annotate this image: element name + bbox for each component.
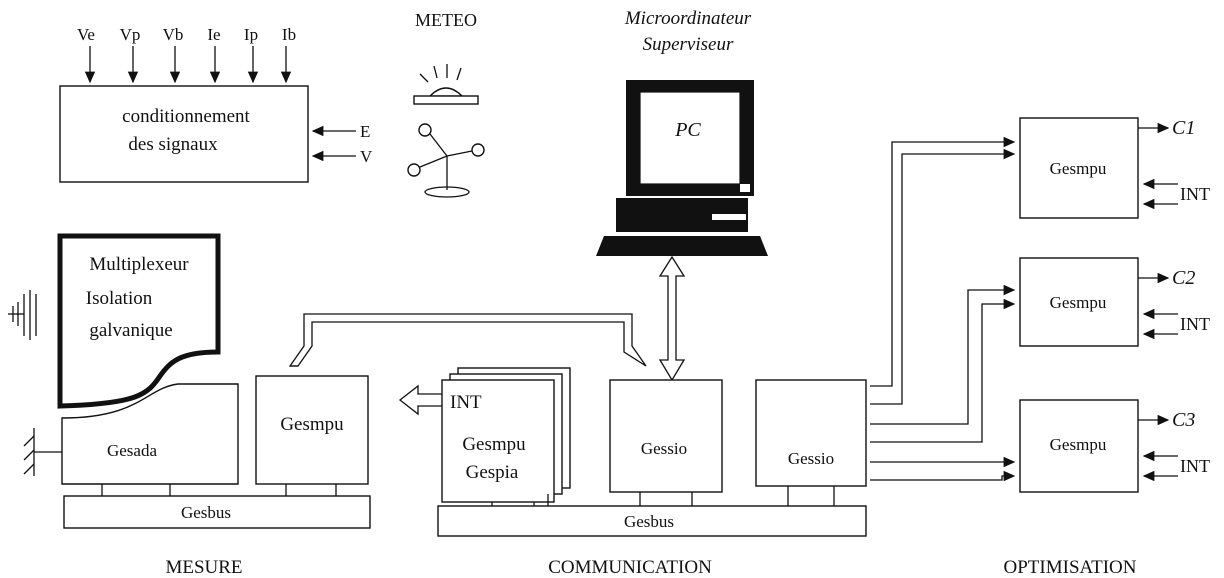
gessio-comm-box: [609, 379, 723, 493]
gessio-comm-label: Gessio: [641, 439, 687, 458]
c3-label: C3: [1172, 409, 1195, 431]
optimisation-unit-3: Gesmpu C3 INT: [1019, 399, 1210, 493]
gesmpu-measure-box: [255, 375, 369, 485]
mux-line2: Isolation: [86, 288, 153, 309]
comm-int-label: INT: [450, 392, 482, 413]
input-arrows: [84, 46, 292, 84]
anemometer-icon: [407, 123, 485, 198]
optimisation-links: [870, 136, 1016, 482]
gesada-label: Gesada: [107, 441, 157, 460]
mux-line3: galvanique: [89, 320, 172, 341]
section-communication: COMMUNICATION: [548, 557, 712, 578]
input-vp: Vp: [120, 25, 141, 44]
gesmpu-measure-label: Gesmpu: [280, 414, 344, 435]
int-out-arrow: [398, 384, 442, 416]
comm-gesmpu-label: Gesmpu: [462, 434, 526, 455]
gesbus-comm-label: Gesbus: [624, 512, 674, 531]
measure-bus-connectors: [101, 484, 337, 496]
side-v-label: V: [360, 147, 373, 166]
int1-label: INT: [1180, 184, 1210, 204]
gesmpu-opt3-box: [1019, 399, 1139, 493]
gesbus-comm-box: [437, 505, 867, 537]
gessio-opt-label: Gessio: [788, 449, 834, 468]
side-e-label: E: [360, 122, 370, 141]
measure-comm-double-arrow: [288, 313, 647, 367]
input-vb: Vb: [163, 25, 184, 44]
optimisation-section: Gesmpu C1 INT Gesmpu C2 INT Gesmpu C3 IN…: [1019, 117, 1210, 493]
gesada-box: [61, 383, 239, 485]
chassis-ground-icon: [23, 428, 62, 476]
multiplexer-box: [57, 233, 221, 409]
supervisor-line2: Superviseur: [643, 34, 734, 55]
int3-label: INT: [1180, 456, 1210, 476]
conditioning-box: [59, 85, 309, 183]
pc-gessio-double-arrow: [658, 255, 686, 382]
gesbus-measure-box: [63, 495, 371, 529]
gesmpu-opt3-label: Gesmpu: [1050, 435, 1107, 454]
multiplexer-block: Multiplexeur Isolation galvanique: [57, 233, 221, 409]
mesure-section: Gesada Gesmpu Gesbus: [61, 375, 371, 529]
mux-line1: Multiplexeur: [89, 254, 189, 275]
communication-section: INT Gesmpu Gespia Gessio Gesbus Gessio: [398, 367, 867, 537]
sun-sensor-icon: [413, 64, 479, 105]
c1-label: C1: [1172, 117, 1195, 139]
conditioning-block: conditionnement des signaux Ve Vp Vb Ie …: [59, 25, 373, 183]
input-ib: Ib: [282, 25, 296, 44]
optimisation-unit-2: Gesmpu C2 INT: [1019, 257, 1210, 347]
gesmpu-gespia-box: [441, 379, 555, 503]
gesmpu-opt2-label: Gesmpu: [1050, 293, 1107, 312]
meteo-group: METEO: [407, 10, 485, 198]
int2-label: INT: [1180, 314, 1210, 334]
conditioning-line2: des signaux: [128, 134, 218, 155]
meteo-label: METEO: [415, 10, 477, 30]
gesbus-measure-label: Gesbus: [181, 503, 231, 522]
computer-icon: [596, 80, 768, 256]
supervisor-group: Microordinateur Superviseur PC: [596, 8, 768, 256]
gesmpu-opt2-box: [1019, 257, 1139, 347]
optimisation-unit-1: Gesmpu C1 INT: [1019, 117, 1210, 219]
gesmpu-opt1-label: Gesmpu: [1050, 159, 1107, 178]
isolated-ground-icon: [8, 290, 37, 340]
section-optimisation: OPTIMISATION: [1004, 557, 1137, 578]
input-ve: Ve: [77, 25, 95, 44]
supervisor-line1: Microordinateur: [624, 8, 752, 29]
gesmpu-opt1-box: [1019, 117, 1139, 219]
pc-screen-label: PC: [674, 119, 701, 141]
input-ie: Ie: [207, 25, 220, 44]
input-ip: Ip: [244, 25, 258, 44]
conditioning-line1: conditionnement: [122, 106, 250, 127]
section-mesure: MESURE: [165, 557, 242, 578]
c2-label: C2: [1172, 267, 1195, 289]
gessio-opt-box: [755, 379, 867, 487]
comm-gespia-label: Gespia: [466, 462, 519, 483]
